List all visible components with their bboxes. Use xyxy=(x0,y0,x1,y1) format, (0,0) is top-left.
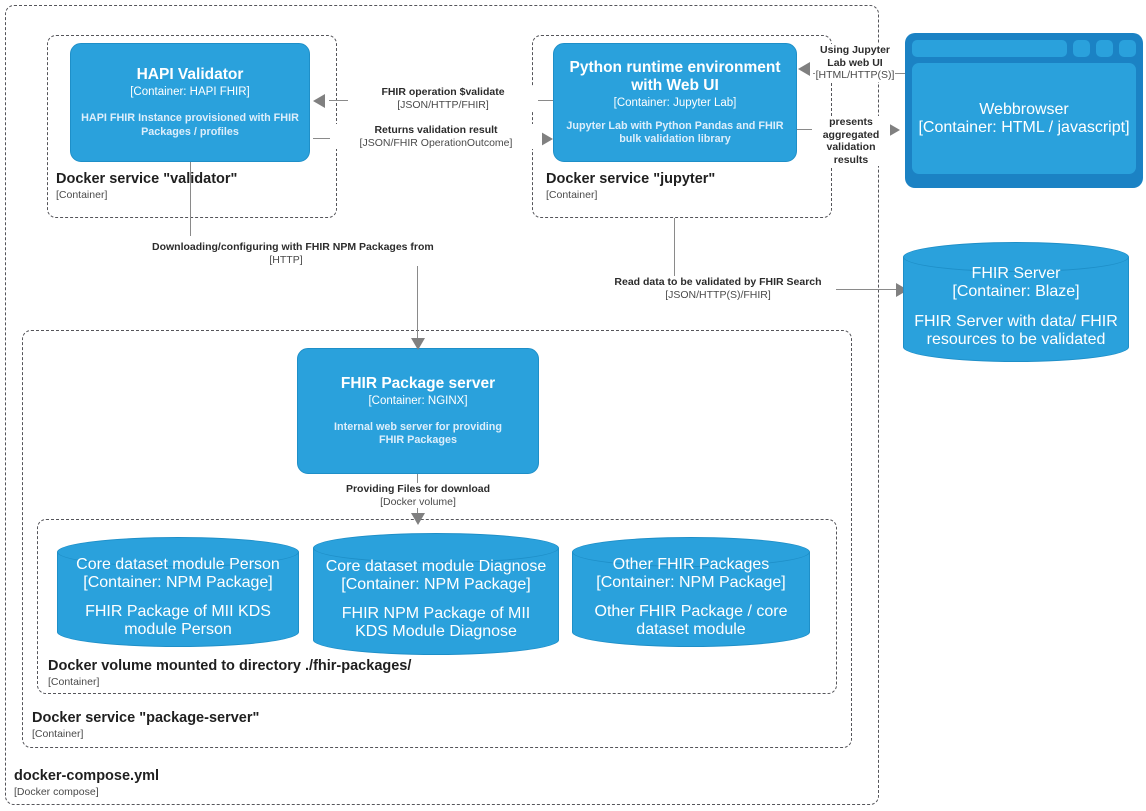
arrowhead-download-packages xyxy=(411,338,425,350)
fhir-server-title: FHIR Server xyxy=(971,265,1061,282)
boundary-validator-label: Docker service "validator" xyxy=(56,171,238,187)
connector-download-packages-down xyxy=(417,264,419,340)
jupyter-tech: [Container: Jupyter Lab] xyxy=(613,96,737,109)
boundary-jupyter-sublabel: [Container] xyxy=(546,189,598,201)
relationship-validation-result-tech: [JSON/FHIR OperationOutcome] xyxy=(359,136,513,149)
container-package-diagnose[interactable]: Core dataset module Diagnose [Container:… xyxy=(313,533,559,655)
browser-button-icon[interactable] xyxy=(1073,40,1090,57)
connector-read-data-vertical xyxy=(674,218,676,290)
relationship-download-packages-text: Downloading/configuring with FHIR NPM Pa… xyxy=(152,241,434,253)
package-other-title: Other FHIR Packages xyxy=(612,555,770,573)
cylinder-body xyxy=(313,548,559,640)
fhir-server-tech: [Container: Blaze] xyxy=(952,283,1080,300)
relationship-providing-files: Providing Files for download [Docker vol… xyxy=(304,483,532,508)
package-person-text: Core dataset module Person [Container: N… xyxy=(57,555,299,638)
boundary-package-server-label: Docker service "package-server" xyxy=(32,710,260,726)
boundary-docker-compose-sublabel: [Docker compose] xyxy=(14,786,99,798)
container-package-person[interactable]: Core dataset module Person [Container: N… xyxy=(57,537,299,647)
arrowhead-providing-files xyxy=(411,513,425,525)
boundary-docker-compose xyxy=(5,5,879,805)
package-person-tech: [Container: NPM Package] xyxy=(83,573,273,591)
relationship-download-packages: Downloading/configuring with FHIR NPM Pa… xyxy=(152,241,434,266)
package-other-tech: [Container: NPM Package] xyxy=(596,573,786,591)
connector-download-packages-up xyxy=(190,162,192,236)
relationship-validation-result: Returns validation result [JSON/FHIR Ope… xyxy=(330,124,542,149)
boundary-package-server-service xyxy=(22,330,852,748)
boundary-validator-sublabel: [Container] xyxy=(56,189,108,201)
container-fhir-package-server[interactable]: FHIR Package server [Container: NGINX] I… xyxy=(297,348,539,474)
package-other-text: Other FHIR Packages [Container: NPM Pack… xyxy=(572,555,810,638)
relationship-validate-call-tech: [JSON/HTTP/FHIR] xyxy=(397,98,489,111)
relationship-read-data: Read data to be validated by FHIR Search… xyxy=(600,276,836,301)
boundary-docker-compose-label: docker-compose.yml xyxy=(14,768,160,784)
relationship-download-packages-tech: [HTTP] xyxy=(269,253,303,266)
boundary-docker-volume-sublabel: [Container] xyxy=(48,676,100,688)
hapi-validator-title: HAPI Validator xyxy=(136,66,244,83)
jupyter-description: Jupyter Lab with Python Pandas and FHIR … xyxy=(566,119,784,146)
arrowhead-jupyter-presents-results xyxy=(888,123,900,137)
package-diagnose-title: Core dataset module Diagnose xyxy=(325,557,547,575)
boundary-docker-volume xyxy=(37,519,837,694)
relationship-browser-uses-jupyter-tech: [HTML/HTTP(S)] xyxy=(815,69,895,81)
browser-button-icon[interactable] xyxy=(1096,40,1113,57)
package-person-title: Core dataset module Person xyxy=(76,555,280,573)
relationship-validation-result-text: Returns validation result xyxy=(374,124,498,136)
browser-viewport: Webbrowser [Container: HTML / javascript… xyxy=(912,63,1136,174)
webbrowser-title: Webbrowser xyxy=(979,100,1069,118)
relationship-providing-files-text: Providing Files for download xyxy=(345,483,491,495)
relationship-browser-uses-jupyter-text: Using Jupyter Lab web UI xyxy=(819,44,890,69)
relationship-validate-call: FHIR operation $validate [JSON/HTTP/FHIR… xyxy=(348,86,538,111)
cylinder-body xyxy=(903,257,1129,347)
container-fhir-server[interactable]: FHIR Server [Container: Blaze] FHIR Serv… xyxy=(903,242,1129,362)
container-webbrowser[interactable]: Webbrowser [Container: HTML / javascript… xyxy=(905,33,1143,188)
webbrowser-tech: [Container: HTML / javascript] xyxy=(918,118,1130,136)
arrowhead-validate-call xyxy=(313,94,325,108)
relationship-read-data-tech: [JSON/HTTP(S)/FHIR] xyxy=(665,288,771,301)
relationship-jupyter-presents-results-text: presents aggregated validation results xyxy=(822,116,880,166)
fhir-server-text: FHIR Server [Container: Blaze] FHIR Serv… xyxy=(903,262,1129,352)
cylinder-top xyxy=(313,533,559,563)
package-server-description: Internal web server for providing FHIR P… xyxy=(334,420,502,447)
jupyter-title: Python runtime environment with Web UI xyxy=(569,58,781,94)
boundary-jupyter-label: Docker service "jupyter" xyxy=(546,171,716,187)
cylinder-top xyxy=(572,537,810,567)
package-diagnose-description: FHIR NPM Package of MII KDS Module Diagn… xyxy=(341,604,531,640)
browser-chrome xyxy=(912,40,1136,57)
container-package-other[interactable]: Other FHIR Packages [Container: NPM Pack… xyxy=(572,537,810,647)
fhir-server-description: FHIR Server with data/ FHIR resources to… xyxy=(914,313,1118,348)
relationship-jupyter-presents-results: presents aggregated validation results xyxy=(812,116,890,166)
hapi-validator-description: HAPI FHIR Instance provisioned with FHIR… xyxy=(81,112,299,138)
package-diagnose-text: Core dataset module Diagnose [Container:… xyxy=(313,553,559,645)
browser-button-icon[interactable] xyxy=(1119,40,1136,57)
arrowhead-validation-result xyxy=(541,132,553,146)
browser-urlbar[interactable] xyxy=(912,40,1067,57)
boundary-docker-volume-label: Docker volume mounted to directory ./fhi… xyxy=(48,658,412,674)
arrowhead-browser-uses-jupyter xyxy=(798,62,810,76)
hapi-validator-tech: [Container: HAPI FHIR] xyxy=(130,86,250,98)
package-server-title: FHIR Package server xyxy=(340,374,496,392)
container-hapi-validator[interactable]: HAPI Validator [Container: HAPI FHIR] HA… xyxy=(70,43,310,162)
package-person-description: FHIR Package of MII KDS module Person xyxy=(85,602,271,638)
cylinder-top xyxy=(57,537,299,567)
relationship-read-data-text: Read data to be validated by FHIR Search xyxy=(614,276,822,288)
package-diagnose-tech: [Container: NPM Package] xyxy=(341,575,531,593)
boundary-package-server-sublabel: [Container] xyxy=(32,728,84,740)
relationship-validate-call-text: FHIR operation $validate xyxy=(381,86,505,98)
cylinder-top xyxy=(903,242,1129,272)
package-other-description: Other FHIR Package / core dataset module xyxy=(594,602,788,638)
relationship-providing-files-tech: [Docker volume] xyxy=(380,495,456,508)
package-server-tech: [Container: NGINX] xyxy=(368,394,468,407)
container-jupyter[interactable]: Python runtime environment with Web UI [… xyxy=(553,43,797,162)
relationship-browser-uses-jupyter: Using Jupyter Lab web UI [HTML/HTTP(S)] xyxy=(815,44,895,82)
